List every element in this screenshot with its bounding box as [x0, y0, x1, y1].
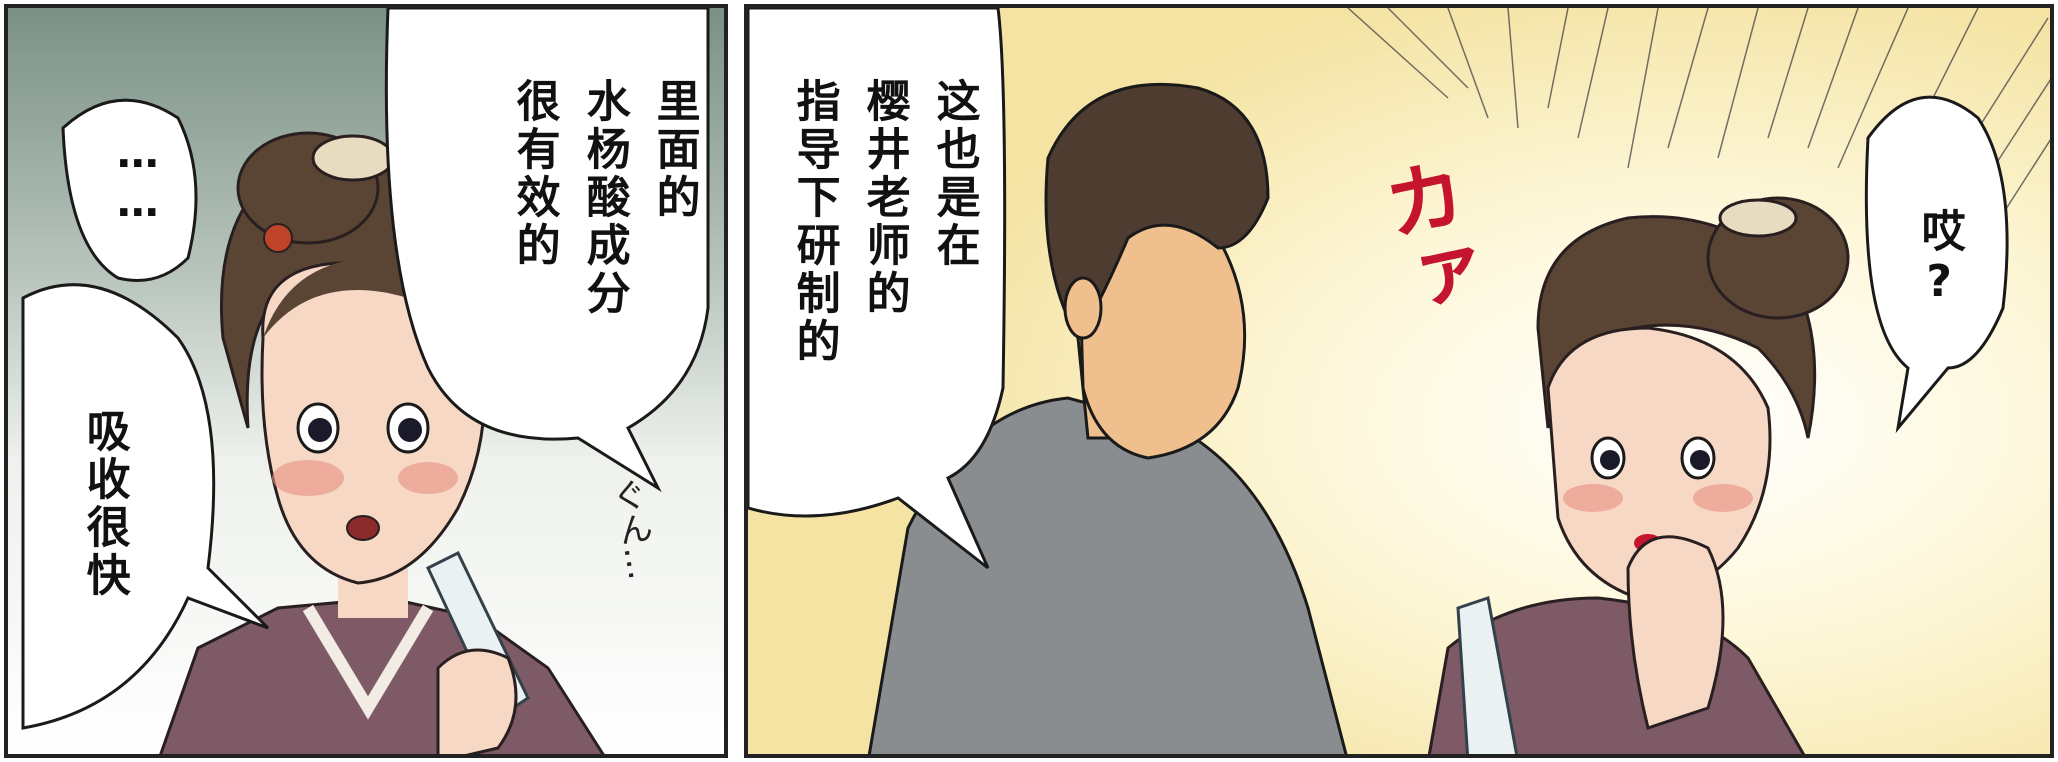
speech-line-2: 水杨酸成分 [578, 78, 630, 318]
girl-collar [302, 604, 434, 720]
speech-balloon-main [748, 8, 1007, 570]
man-figure [867, 82, 1348, 754]
girl-hand-right [1626, 535, 1725, 730]
girl-figure [159, 131, 605, 754]
speech-small-text: 哎? [1913, 208, 1965, 311]
panel-right: 这也是在 樱井老师的 指导下研制的 哎? カァ [744, 4, 2054, 758]
speech-balloon-top [384, 8, 710, 493]
water-bottle-right [1456, 596, 1519, 754]
speech-line-3: 很有效的 [508, 78, 560, 270]
right-blush [398, 462, 458, 494]
speech-balloon-bottom [21, 283, 270, 730]
speech-bottom-line: 吸收很快 [78, 408, 130, 600]
panel-right-artwork [748, 8, 2050, 754]
speech-line-1: 里面的 [648, 78, 700, 222]
speech-balloon-small [1864, 95, 2009, 434]
speech-ellipsis: …… [113, 128, 163, 226]
focus-lines [1347, 8, 2050, 269]
speech-balloon-ellipsis [61, 98, 198, 282]
panel-left: 里面的 水杨酸成分 很有效的 …… 吸收很快 ぐん… [4, 4, 728, 758]
girl-face-right [1546, 326, 1772, 600]
left-blush [272, 460, 344, 496]
mouth [346, 515, 380, 541]
hair-ribbon [311, 134, 395, 182]
speech-main-line-1: 这也是在 [928, 78, 980, 270]
speech-main-line-2: 樱井老师的 [858, 78, 910, 318]
man-ear [1063, 276, 1103, 340]
girl-hand [436, 648, 518, 754]
girl-figure-right [1427, 196, 1850, 754]
speech-main-line-3: 指导下研制的 [788, 78, 840, 366]
panel-left-artwork [8, 8, 724, 754]
hair-ornament [263, 223, 293, 253]
